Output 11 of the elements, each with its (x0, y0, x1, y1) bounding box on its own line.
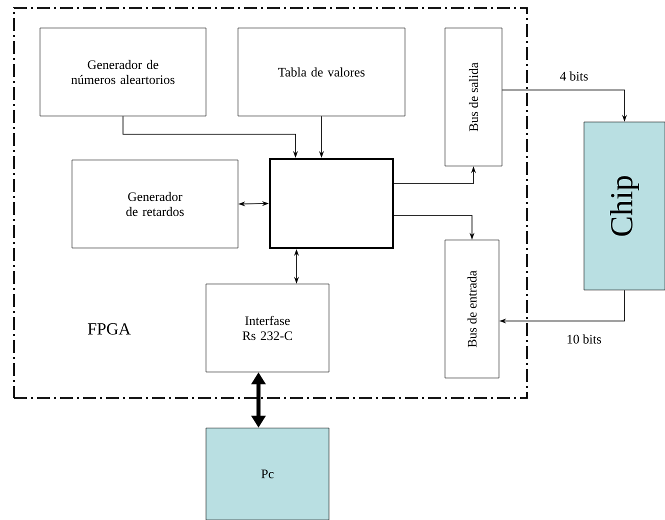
computer-box: Pc (206, 428, 330, 520)
edge-label: 10 bits (565, 333, 603, 345)
bus-box: Bus de entrada (444, 240, 500, 378)
process-box: Generador de retardos (72, 160, 238, 248)
processor-box (269, 158, 394, 249)
edge-label: 4 bits (558, 70, 590, 82)
process-box: Interfase Rs 232-C (206, 284, 330, 372)
process-box: Tabla de valores (238, 28, 406, 116)
bus-box: Bus de salida (444, 28, 502, 166)
process-box: Generador de números aleartorios (40, 28, 206, 116)
chip-box: Chip (584, 122, 665, 290)
